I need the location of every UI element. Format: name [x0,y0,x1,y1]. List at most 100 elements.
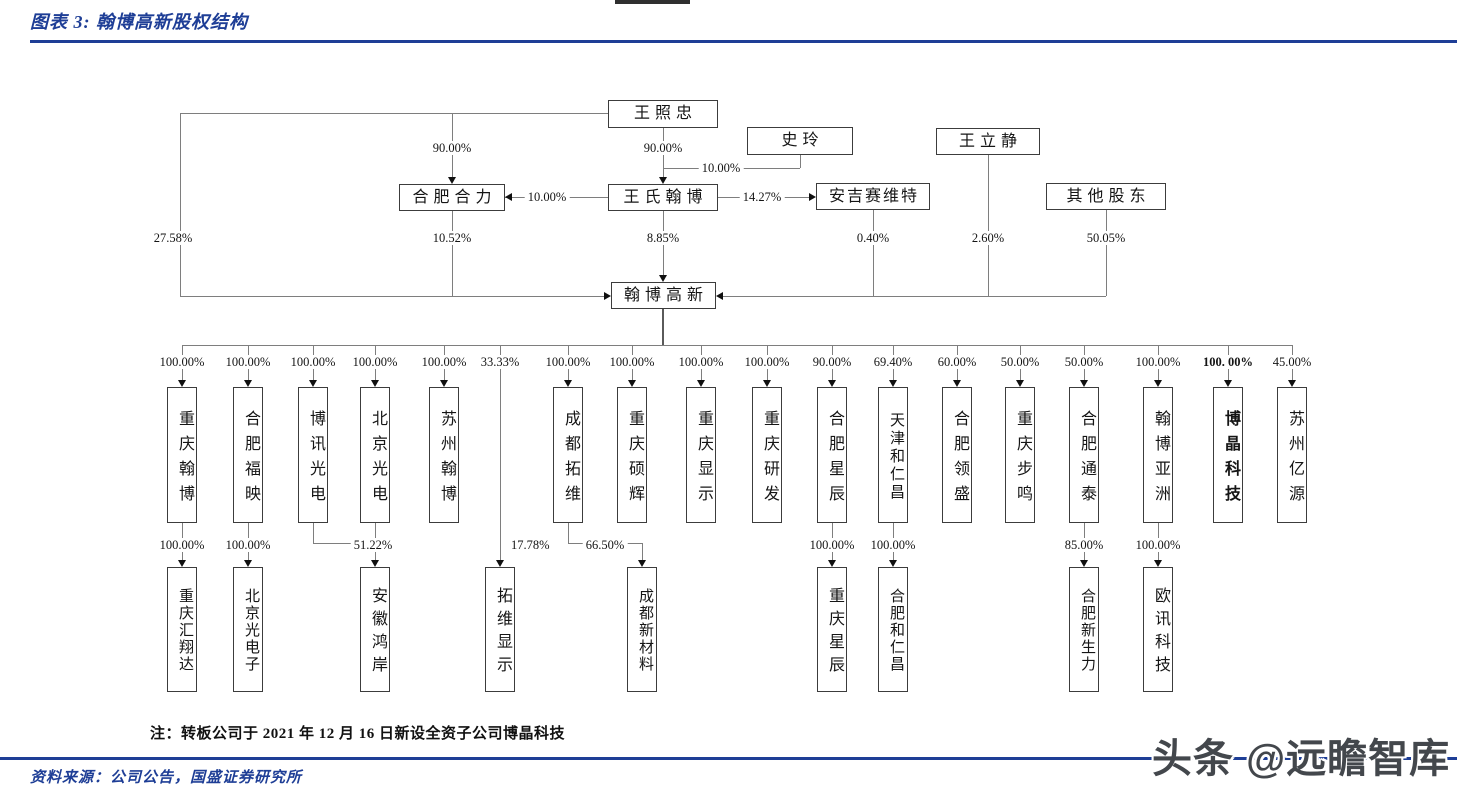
node-wang-li-jing: 王立静 [936,128,1040,155]
sub-subsidiary-box: 欧讯科技 [1143,567,1173,692]
sub-subsidiary-box: 安徽鸿岸 [360,567,390,692]
ownership-pct: 100.00% [156,355,208,369]
ownership-pct: 27.58% [150,231,196,245]
arrow-right-icon [604,292,611,300]
watermark: 头条 @远瞻智库 [1152,737,1451,781]
arrow-down-icon [244,380,252,387]
ownership-pct: 50.05% [1083,231,1129,245]
arrow-down-icon [828,380,836,387]
ownership-pct: 100.00% [867,538,919,552]
ownership-pct: 51.22% [350,538,396,552]
sub-subsidiary-box: 拓维显示 [485,567,515,692]
node-shi-ling: 史玲 [747,127,853,155]
ownership-pct: 50.00% [997,355,1043,369]
subsidiary-box: 成都拓维 [553,387,583,523]
ownership-pct: 8.85% [643,231,683,245]
ownership-pct: 100.00% [287,355,339,369]
arrow-down-icon [371,560,379,567]
connector [568,523,569,543]
arrow-down-icon [1016,380,1024,387]
ownership-pct: 69.40% [870,355,916,369]
ownership-pct: 66.50% [582,538,628,552]
arrow-down-icon [244,560,252,567]
sub-subsidiary-box: 重庆汇翔达 [167,567,197,692]
ownership-pct: 0.40% [853,231,893,245]
ownership-pct: 100.00% [418,355,470,369]
arrow-down-icon [1080,560,1088,567]
arrow-down-icon [371,380,379,387]
sub-subsidiary-box: 重庆星辰 [817,567,847,692]
ownership-pct: 100.00% [1132,355,1184,369]
subsidiary-box: 翰博亚洲 [1143,387,1173,523]
scan-artifact [615,0,690,4]
figure-title: 图表 3: 翰博高新股权结构 [30,12,248,32]
arrow-down-icon [1154,380,1162,387]
subsidiary-box: 重庆显示 [686,387,716,523]
connector [182,345,1292,346]
ownership-pct: 10.00% [524,190,570,204]
ownership-pct: 100.00% [222,355,274,369]
arrow-down-icon [1154,560,1162,567]
ownership-pct: 100.00% [1132,538,1184,552]
arrow-down-icon [628,380,636,387]
connector [662,309,664,345]
footer-divider [0,757,1457,760]
arrow-down-icon [309,380,317,387]
ownership-pct: 10.00% [698,161,744,175]
ownership-pct: 100.00% [542,355,594,369]
sub-subsidiary-box: 合肥新生力 [1069,567,1099,692]
subsidiary-box: 重庆步鸣 [1005,387,1035,523]
subsidiary-box: 重庆硕辉 [617,387,647,523]
arrow-left-icon [716,292,723,300]
connector [642,543,643,561]
arrow-down-icon [763,380,771,387]
subsidiary-box: 合肥星辰 [817,387,847,523]
connector [313,543,375,544]
ownership-pct: 17.78% [508,538,553,552]
connector [313,523,314,543]
node-hanbo-gaoxin: 翰博高新 [611,282,716,309]
ownership-pct: 14.27% [739,190,785,204]
connector [988,155,989,296]
connector [1106,210,1107,296]
arrow-down-icon [564,380,572,387]
subsidiary-box: 合肥通泰 [1069,387,1099,523]
arrow-down-icon [828,560,836,567]
arrow-down-icon [1224,380,1232,387]
ownership-pct: 33.33% [477,355,523,369]
connector [723,296,1106,297]
ownership-pct: 100.00% [156,538,208,552]
arrow-down-icon [889,560,897,567]
arrow-down-icon [953,380,961,387]
ownership-pct: 100.00% [606,355,658,369]
subsidiary-box: 重庆研发 [752,387,782,523]
node-other-shareholders: 其他股东 [1046,183,1166,210]
arrow-down-icon [178,560,186,567]
subsidiary-box: 天津和仁昌 [878,387,908,523]
ownership-pct: 90.00% [809,355,855,369]
subsidiary-box: 苏州亿源 [1277,387,1307,523]
connector [180,296,604,297]
subsidiary-box: 北京光电 [360,387,390,523]
ownership-pct: 85.00% [1061,538,1107,552]
arrow-down-icon [178,380,186,387]
node-hefei-heli: 合肥合力 [399,184,505,211]
ownership-pct: 100.00% [675,355,727,369]
sub-subsidiary-box: 合肥和仁昌 [878,567,908,692]
connector [500,345,501,561]
ownership-pct: 2.60% [968,231,1008,245]
arrow-down-icon [440,380,448,387]
connector [180,113,181,296]
subsidiary-box: 合肥福映 [233,387,263,523]
title-divider [30,40,1457,43]
connector [180,113,608,114]
connector [452,211,453,296]
arrow-left-icon [505,193,512,201]
subsidiary-box: 重庆翰博 [167,387,197,523]
arrow-down-icon [697,380,705,387]
ownership-pct: 100.00% [806,538,858,552]
arrow-down-icon [496,560,504,567]
source-note: 资料来源：公司公告，国盛证券研究所 [30,770,303,786]
subsidiary-box: 苏州翰博 [429,387,459,523]
